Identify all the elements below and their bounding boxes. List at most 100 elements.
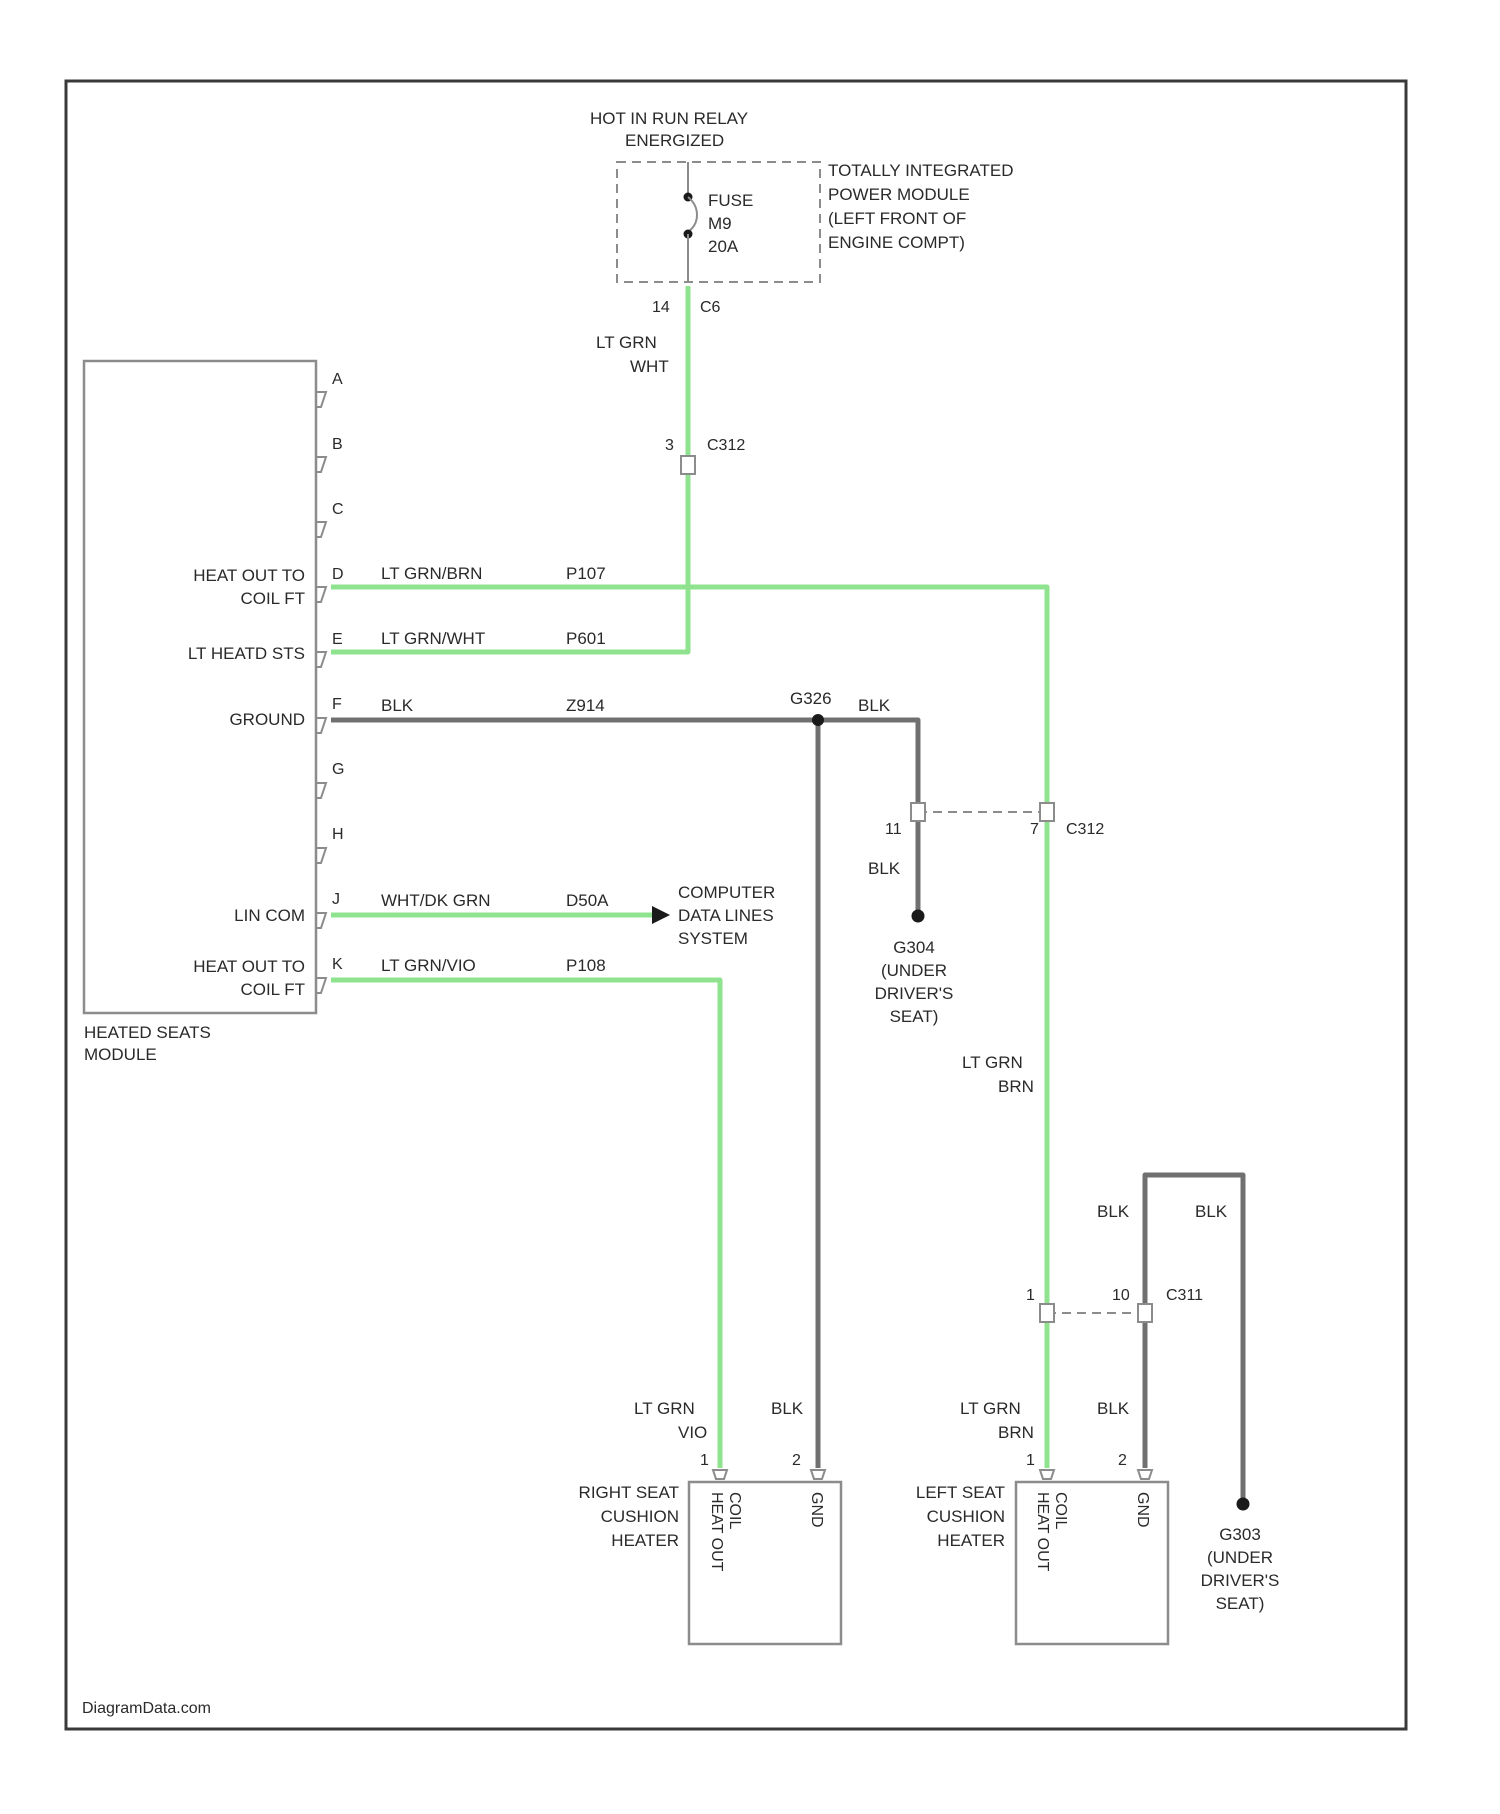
left-heater-wire-left-1: LT GRN xyxy=(960,1399,1021,1418)
pin-letter-j: J xyxy=(332,891,340,908)
feed-wire-label-1: LT GRN xyxy=(596,333,657,352)
tipm-pin-left: 14 xyxy=(652,299,670,316)
pin-k-label-1: HEAT OUT TO xyxy=(193,957,305,976)
g304-wire: BLK xyxy=(868,859,901,878)
c312-terminal-right xyxy=(1040,803,1054,821)
heated-seats-module-name: HEATED SEATS MODULE xyxy=(84,1023,211,1064)
wire-j-color: WHT/DK GRN xyxy=(381,891,491,910)
splice-wire: BLK xyxy=(858,696,891,715)
pin-letter-h: H xyxy=(332,826,344,843)
left-heater-inner-2: COIL xyxy=(1052,1492,1069,1529)
module-pin-j: J xyxy=(316,891,340,928)
g303-label-4: SEAT) xyxy=(1216,1594,1265,1613)
wire-f-blk xyxy=(331,720,918,912)
c311-terminal-right xyxy=(1138,1304,1152,1322)
module-pin-a: A xyxy=(316,371,343,407)
pin-d-label-1: HEAT OUT TO xyxy=(193,566,305,585)
c311-pin-left: 1 xyxy=(1026,1287,1035,1304)
module-pin-b: B xyxy=(316,436,343,472)
tipm-label-line-1: TOTALLY INTEGRATED xyxy=(828,161,1013,180)
left-heater-name-1: LEFT SEAT xyxy=(916,1483,1005,1502)
g304-label-2: (UNDER xyxy=(881,961,947,980)
pin-d-label-2: COIL FT xyxy=(240,589,305,608)
wire-d-color: LT GRN/BRN xyxy=(381,564,482,583)
g303-label-2: (UNDER xyxy=(1207,1548,1273,1567)
right-seat-cushion-heater: LT GRN VIO BLK 1 2 RIGHT SEAT CUSHION HE… xyxy=(579,1399,841,1644)
pin-letter-e: E xyxy=(332,631,343,648)
watermark: DiagramData.com xyxy=(82,1700,211,1717)
relay-title: HOT IN RUN RELAY ENERGIZED xyxy=(590,109,748,150)
relay-title-line-2: ENERGIZED xyxy=(625,131,724,150)
c312-pin-top: 3 xyxy=(665,437,674,454)
wire-k-lt-grn-vio xyxy=(331,980,720,1468)
wire-k-color: LT GRN/VIO xyxy=(381,956,476,975)
pin-letter-a: A xyxy=(332,371,343,388)
g304-label-4: SEAT) xyxy=(890,1007,939,1026)
data-link-label-1: COMPUTER xyxy=(678,883,775,902)
wire-blk-loop xyxy=(1145,1175,1243,1500)
fuse-name: FUSE xyxy=(708,191,753,210)
blk-loop-right: BLK xyxy=(1195,1202,1228,1221)
right-heater-inner-2: COIL xyxy=(726,1492,743,1529)
module-pin-k: K xyxy=(316,956,343,993)
data-link-label-2: DATA LINES xyxy=(678,906,774,925)
tipm-label-line-4: ENGINE COMPT) xyxy=(828,233,965,252)
right-heater-term-1 xyxy=(713,1470,727,1479)
g303-label-1: G303 xyxy=(1219,1525,1261,1544)
wire-e-color: LT GRN/WHT xyxy=(381,629,485,648)
right-heater-pin-2: 2 xyxy=(792,1452,801,1469)
wire-e-circuit: P601 xyxy=(566,629,606,648)
left-heater-pin-2: 2 xyxy=(1118,1452,1127,1469)
c312-terminal-top xyxy=(681,456,695,474)
c312-name-top: C312 xyxy=(707,437,745,454)
pin-letter-c: C xyxy=(332,501,344,518)
c312-pin-lower-2: 7 xyxy=(1030,821,1039,838)
module-pin-g: G xyxy=(316,761,344,798)
left-heater-inner-1: HEAT OUT xyxy=(1034,1492,1051,1572)
left-heater-gnd: GND xyxy=(1134,1492,1151,1528)
module-name-line-1: HEATED SEATS xyxy=(84,1023,211,1042)
tipm-label-line-2: POWER MODULE xyxy=(828,185,970,204)
wire-f-circuit: Z914 xyxy=(566,696,605,715)
module-pin-e: E xyxy=(316,631,343,667)
pin-letter-d: D xyxy=(332,566,344,583)
feed-wire-label-2: WHT xyxy=(630,357,669,376)
c311-pin-right: 10 xyxy=(1112,1287,1130,1304)
left-feed-label-1: LT GRN xyxy=(962,1053,1023,1072)
splice-g326-dot xyxy=(812,714,824,726)
fuse-m9 xyxy=(684,162,698,282)
right-heater-pin-1: 1 xyxy=(700,1452,709,1469)
relay-title-line-1: HOT IN RUN RELAY xyxy=(590,109,748,128)
left-heater-term-1 xyxy=(1040,1470,1054,1479)
tipm-label-line-3: (LEFT FRONT OF xyxy=(828,209,966,228)
g303-ground-dot xyxy=(1237,1498,1250,1511)
module-pin-d: D xyxy=(316,566,344,602)
right-heater-term-2 xyxy=(811,1470,825,1479)
g304-label-1: G304 xyxy=(893,938,935,957)
c311-terminal-left xyxy=(1040,1304,1054,1322)
pin-letter-f: F xyxy=(332,696,342,713)
wire-f-color: BLK xyxy=(381,696,414,715)
fuse-rating: 20A xyxy=(708,237,739,256)
c311-name: C311 xyxy=(1166,1287,1203,1304)
left-heater-wire-right: BLK xyxy=(1097,1399,1130,1418)
g303-label-3: DRIVER'S xyxy=(1201,1571,1280,1590)
left-heater-name-3: HEATER xyxy=(937,1531,1005,1550)
right-heater-name-2: CUSHION xyxy=(601,1507,679,1526)
tipm-pin-right: C6 xyxy=(700,299,721,316)
pin-letter-b: B xyxy=(332,436,343,453)
right-heater-wire-right: BLK xyxy=(771,1399,804,1418)
right-heater-name-1: RIGHT SEAT xyxy=(579,1483,679,1502)
pin-letter-k: K xyxy=(332,956,343,973)
left-seat-cushion-heater: LT GRN BRN BLK 1 2 LEFT SEAT CUSHION HEA… xyxy=(916,1399,1168,1644)
g304-ground-dot xyxy=(912,910,925,923)
tipm-label: TOTALLY INTEGRATED POWER MODULE (LEFT FR… xyxy=(828,161,1013,252)
pin-letter-g: G xyxy=(332,761,344,778)
data-link-arrow xyxy=(652,906,670,924)
splice-name: G326 xyxy=(790,689,832,708)
module-pin-f: F xyxy=(316,696,342,733)
module-pin-c: C xyxy=(316,501,344,537)
c312-pin-lower: 11 xyxy=(885,821,902,838)
module-name-line-2: MODULE xyxy=(84,1045,157,1064)
